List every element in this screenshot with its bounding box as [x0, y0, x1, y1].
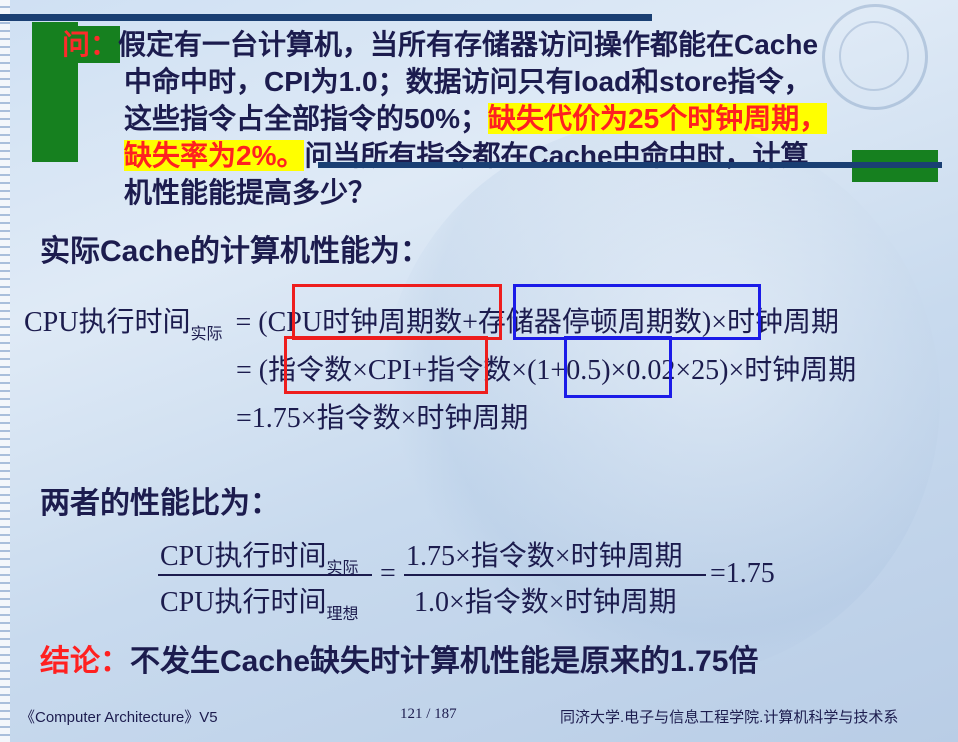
eq2-mid: 指令数×	[427, 355, 528, 386]
blue-box-stall-cycles	[513, 284, 761, 340]
ratio-num-sub: 实际	[326, 560, 359, 577]
top-title-bar-line	[0, 14, 652, 21]
ratio-numerator-left: CPU执行时间实际	[160, 534, 359, 577]
footer-page-number: 121 / 187	[400, 706, 457, 722]
equation-line-3: =1.75×指令数×时钟周期	[236, 403, 529, 434]
ratio-den-sub: 理想	[326, 606, 359, 623]
heading-performance-ratio: 两者的性能比为：	[40, 487, 280, 520]
left-decorative-stripes	[0, 0, 10, 742]
eq1-tail: ×时钟周期	[711, 307, 840, 338]
footer-institution: 同济大学.电子与信息工程学院.计算机科学与技术系	[560, 709, 899, 726]
ratio-result: =1.75	[710, 558, 775, 589]
eq2-term-inst-cpi: 指令数×CPI	[268, 355, 412, 386]
highlight-miss-rate: 缺失率为2%。	[124, 140, 305, 171]
eq2-plus: +	[411, 355, 428, 386]
blue-box-access-factor	[564, 336, 672, 398]
eq1-lhs: CPU执行时间	[24, 307, 191, 338]
eq2-tail: ×0.02×25)×时钟周期	[610, 355, 857, 386]
eq1-plus: +	[462, 307, 478, 338]
ratio-denominator-right: 1.0×指令数×时钟周期	[414, 587, 677, 618]
university-seal-watermark	[822, 4, 928, 110]
eq1-lhs-sub: 实际	[190, 326, 223, 343]
question-line-2: 中命中时，CPI为1.0；数据访问只有load和store指令，	[124, 66, 812, 97]
question-line-3: 这些指令占全部指令的50%；缺失代价为25个时钟周期，	[124, 100, 828, 137]
eq2-open: = (	[236, 355, 269, 386]
question-line-1: 假定有一台计算机，当所有存储器访问操作都能在Cache	[118, 29, 819, 60]
red-box-inst-cpi	[284, 336, 488, 394]
ratio-numerator-right: 1.75×指令数×时钟周期	[406, 541, 683, 572]
eq1-equals: = (	[235, 307, 268, 338]
question-tag: 问：	[60, 26, 121, 63]
highlight-miss-penalty: 缺失代价为25个时钟周期，	[488, 103, 828, 134]
question-line-4: 缺失率为2%。问当所有指令都在Cache中命中时，计算	[124, 137, 809, 174]
conclusion-text: 不发生Cache缺失时计算机性能是原来的1.75倍	[130, 645, 759, 678]
fraction-bar-right	[404, 574, 706, 576]
heading-actual-performance: 实际Cache的计算机性能为：	[40, 235, 431, 268]
question-line-3-text: 这些指令占全部指令的50%；	[124, 103, 489, 134]
eq1-term-cpu-cycles: CPU时钟周期数	[267, 307, 463, 338]
eq2-term-access-factor: (1+0.5)	[527, 355, 611, 386]
question-line-5: 机性能能提高多少？	[124, 177, 377, 208]
equation-line-2: = (指令数×CPI+指令数×(1+0.5)×0.02×25)×时钟周期	[236, 348, 856, 388]
overlay-strike-line	[318, 162, 942, 168]
footer-course-title: 《Computer Architecture》V5	[20, 709, 218, 726]
conclusion: 结论：不发生Cache缺失时计算机性能是原来的1.75倍	[40, 636, 758, 680]
equation-line-1: CPU执行时间实际 = (CPU时钟周期数+存储器停顿周期数)×时钟周期	[24, 300, 840, 343]
background-great-wall-image	[380, 120, 940, 680]
ratio-den-text: CPU执行时间	[160, 587, 327, 618]
ratio-equals: =	[380, 558, 396, 589]
eq1-term-stall-cycles: 存储器停顿周期数)	[477, 307, 712, 338]
red-box-cpu-cycles	[292, 284, 502, 340]
ratio-num-text: CPU执行时间	[160, 541, 327, 572]
fraction-bar-left	[158, 574, 372, 576]
ratio-denominator-left: CPU执行时间理想	[160, 580, 359, 623]
conclusion-label: 结论：	[40, 645, 130, 678]
